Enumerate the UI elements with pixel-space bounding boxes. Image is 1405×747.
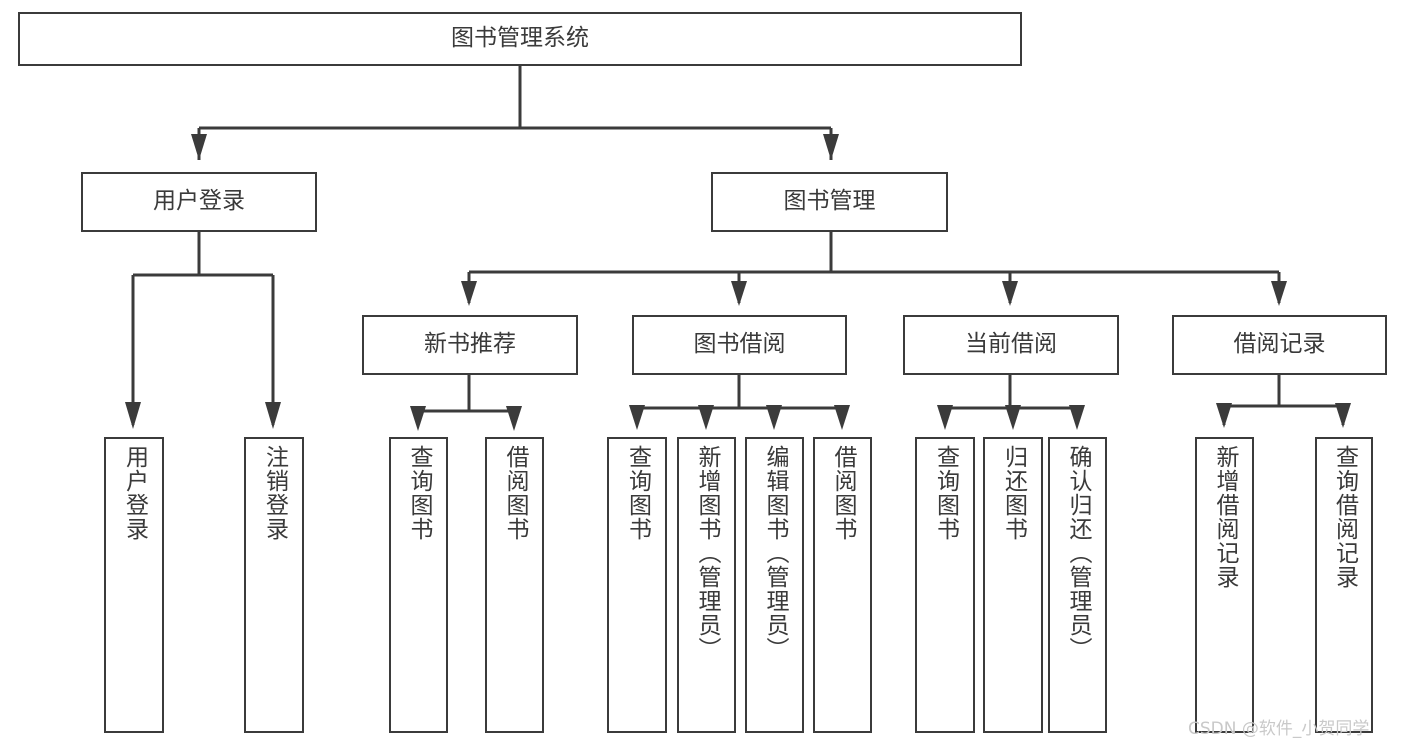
node-root-label: 图书管理系统 — [451, 25, 589, 52]
leaf-record-add-record[interactable]: 新增借阅记录 — [1195, 437, 1254, 733]
leaf-borrow-borrow-book[interactable]: 借阅图书 — [813, 437, 872, 733]
node-new-book-recommend-label: 新书推荐 — [424, 331, 516, 358]
leaf-record-query-record[interactable]: 查询借阅记录 — [1315, 437, 1373, 733]
leaf-borrow-query-book[interactable]: 查询图书 — [607, 437, 667, 733]
leaf-recommend-query-book-label: 查询图书 — [406, 445, 432, 541]
node-new-book-recommend[interactable]: 新书推荐 — [362, 315, 578, 375]
node-user-login-label: 用户登录 — [153, 188, 245, 215]
node-current-borrow[interactable]: 当前借阅 — [903, 315, 1119, 375]
leaf-record-add-record-label: 新增借阅记录 — [1212, 445, 1238, 589]
leaf-user-login-signin-label: 用户登录 — [121, 445, 148, 541]
leaf-recommend-borrow-book[interactable]: 借阅图书 — [485, 437, 544, 733]
leaf-borrow-add-book-admin-label: 新增图书（管理员） — [694, 445, 720, 661]
node-borrow-record-label: 借阅记录 — [1233, 331, 1326, 358]
leaf-current-confirm-return-admin[interactable]: 确认归还（管理员） — [1048, 437, 1107, 733]
leaf-user-login-signout-label: 注销登录 — [261, 445, 288, 541]
leaf-user-login-signout[interactable]: 注销登录 — [244, 437, 304, 733]
leaf-current-query-book-label: 查询图书 — [932, 445, 959, 541]
leaf-borrow-edit-book-admin-label: 编辑图书（管理员） — [762, 445, 788, 661]
leaf-borrow-borrow-book-label: 借阅图书 — [830, 445, 856, 541]
leaf-borrow-edit-book-admin[interactable]: 编辑图书（管理员） — [745, 437, 804, 733]
leaf-recommend-borrow-book-label: 借阅图书 — [502, 445, 528, 541]
leaf-user-login-signin[interactable]: 用户登录 — [104, 437, 164, 733]
leaf-current-return-book-label: 归还图书 — [1000, 445, 1027, 541]
node-book-management[interactable]: 图书管理 — [711, 172, 948, 232]
leaf-current-return-book[interactable]: 归还图书 — [983, 437, 1043, 733]
leaf-record-query-record-label: 查询借阅记录 — [1331, 445, 1358, 589]
node-book-borrow[interactable]: 图书借阅 — [632, 315, 847, 375]
leaf-current-confirm-return-admin-label: 确认归还（管理员） — [1065, 445, 1091, 661]
node-user-login[interactable]: 用户登录 — [81, 172, 317, 232]
csdn-watermark: CSDN @软件_小贺同学 — [1188, 719, 1370, 739]
leaf-borrow-query-book-label: 查询图书 — [624, 445, 651, 541]
node-borrow-record[interactable]: 借阅记录 — [1172, 315, 1387, 375]
node-root-book-management-system[interactable]: 图书管理系统 — [18, 12, 1022, 66]
node-current-borrow-label: 当前借阅 — [965, 331, 1057, 358]
leaf-borrow-add-book-admin[interactable]: 新增图书（管理员） — [677, 437, 736, 733]
leaf-recommend-query-book[interactable]: 查询图书 — [389, 437, 448, 733]
node-book-borrow-label: 图书借阅 — [693, 331, 786, 358]
node-book-management-label: 图书管理 — [783, 188, 876, 215]
leaf-current-query-book[interactable]: 查询图书 — [915, 437, 975, 733]
